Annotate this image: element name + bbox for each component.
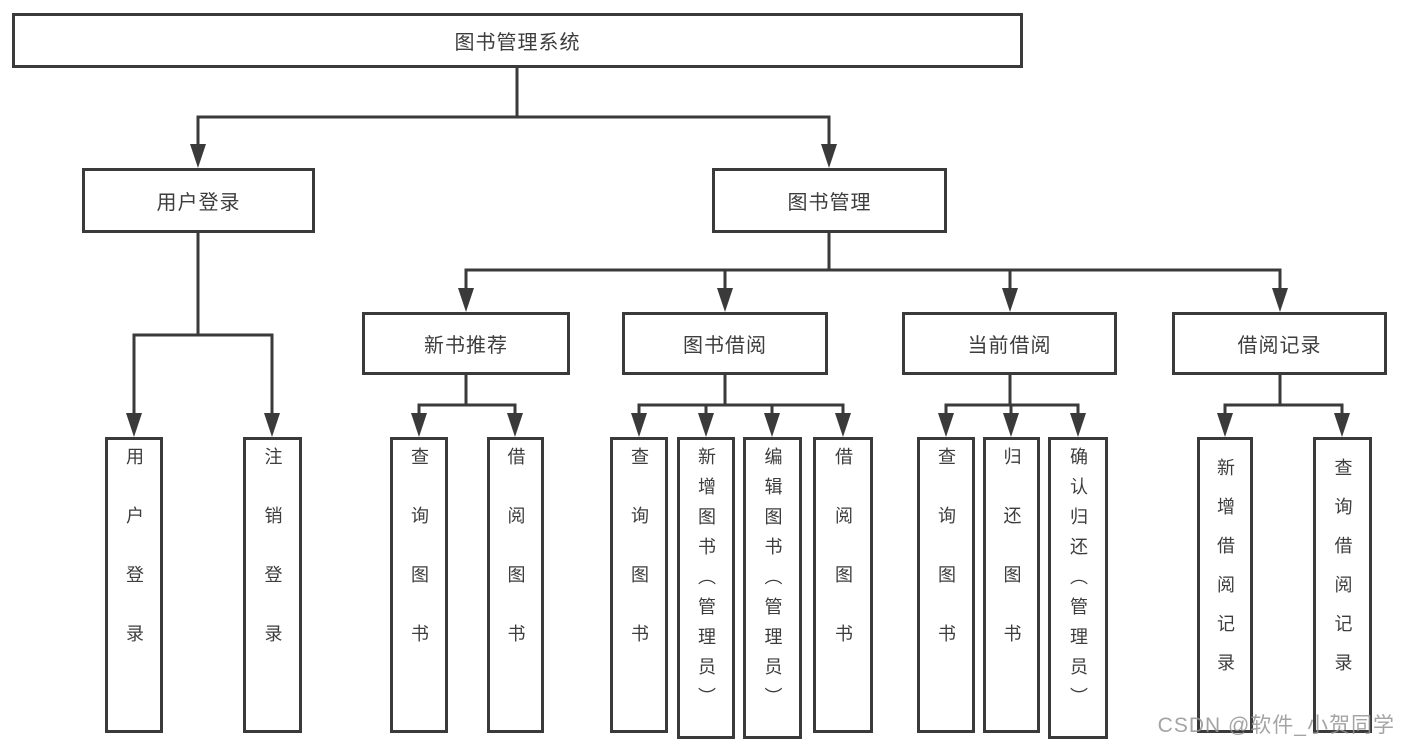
leaf-user-login: 用户登录 bbox=[105, 437, 163, 733]
leaf-bb-query-books-label: 查询图书 bbox=[629, 447, 649, 683]
node-current-borrowing-label: 当前借阅 bbox=[967, 335, 1052, 357]
leaf-user-login-label: 用户登录 bbox=[124, 447, 144, 683]
node-book-borrowing-label: 图书借阅 bbox=[683, 335, 767, 357]
csdn-watermark: CSDN @软件_小贺同学 bbox=[1157, 714, 1395, 737]
leaf-bb-add-books-label: 新增图书（管理员） bbox=[696, 447, 716, 717]
node-borrow-records-label: 借阅记录 bbox=[1237, 335, 1322, 357]
leaf-cb-confirm-return-label: 确认归还（管理员） bbox=[1068, 447, 1088, 717]
leaf-cb-confirm-return: 确认归还（管理员） bbox=[1048, 437, 1108, 739]
leaf-nb-query-books-label: 查询图书 bbox=[409, 447, 429, 683]
node-book-borrowing: 图书借阅 bbox=[622, 312, 828, 375]
leaf-nb-borrow-books-label: 借阅图书 bbox=[505, 447, 526, 683]
leaf-br-query-record: 查询借阅记录 bbox=[1313, 437, 1372, 733]
leaf-bb-borrow-books-label: 借阅图书 bbox=[833, 447, 853, 683]
leaf-cb-return-books-label: 归还图书 bbox=[1001, 447, 1022, 683]
leaf-nb-query-books: 查询图书 bbox=[390, 437, 448, 733]
node-borrow-records: 借阅记录 bbox=[1172, 312, 1387, 375]
node-new-book-recommend: 新书推荐 bbox=[362, 312, 570, 375]
leaf-nb-borrow-books: 借阅图书 bbox=[487, 437, 544, 733]
leaf-bb-borrow-books: 借阅图书 bbox=[813, 437, 873, 733]
node-user-login: 用户登录 bbox=[82, 168, 315, 233]
leaf-cb-return-books: 归还图书 bbox=[983, 437, 1040, 733]
leaf-br-query-record-label: 查询借阅记录 bbox=[1332, 458, 1353, 692]
leaf-cb-query-books: 查询图书 bbox=[917, 437, 975, 733]
node-book-management-label: 图书管理 bbox=[787, 192, 872, 214]
leaf-bb-edit-books: 编辑图书（管理员） bbox=[743, 437, 802, 739]
leaf-cb-query-books-label: 查询图书 bbox=[936, 447, 956, 683]
leaf-bb-add-books: 新增图书（管理员） bbox=[677, 437, 735, 739]
node-current-borrowing: 当前借阅 bbox=[902, 312, 1117, 375]
leaf-br-add-record-label: 新增借阅记录 bbox=[1215, 458, 1235, 692]
node-book-management: 图书管理 bbox=[712, 168, 947, 233]
node-root-label: 图书管理系统 bbox=[454, 32, 581, 54]
node-root: 图书管理系统 bbox=[12, 13, 1023, 68]
node-new-book-recommend-label: 新书推荐 bbox=[424, 335, 508, 357]
leaf-bb-edit-books-label: 编辑图书（管理员） bbox=[762, 447, 783, 717]
leaf-logout-label: 注销登录 bbox=[262, 447, 283, 683]
leaf-br-add-record: 新增借阅记录 bbox=[1197, 437, 1253, 733]
leaf-bb-query-books: 查询图书 bbox=[610, 437, 668, 733]
node-user-login-label: 用户登录 bbox=[156, 192, 241, 214]
leaf-logout: 注销登录 bbox=[243, 437, 302, 733]
